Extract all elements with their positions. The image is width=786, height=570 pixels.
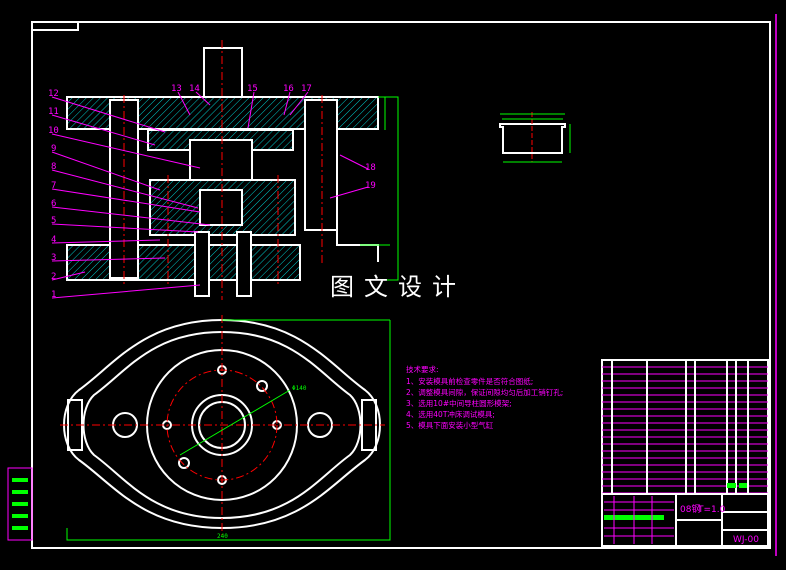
- part-view: [499, 112, 571, 163]
- drawing-number: WJ-00: [733, 535, 759, 545]
- requirements-title: 技术要求:: [406, 364, 439, 374]
- part-numbers: 1 2 3 4 5 6 7 8 9 10 11 12 13 14 15 16 1…: [48, 84, 376, 300]
- material-label: 08钢: [680, 503, 700, 515]
- guide-post-right: [304, 99, 338, 231]
- drawing-frame: [31, 21, 771, 549]
- part-number: 3: [51, 253, 56, 263]
- requirement-item: 2、调整模具间隙，保证间隙均匀后加工销钉孔;: [406, 387, 563, 397]
- bolt-circle-dimension: Φ140: [292, 385, 307, 392]
- part-number: 15: [247, 84, 258, 94]
- title-block: 08钢 T=1.0 WJ-00: [601, 493, 769, 547]
- section-dimensions: [360, 96, 399, 281]
- ejector-pin-right: [236, 231, 252, 297]
- part-number: 2: [51, 272, 56, 282]
- part-number: 7: [51, 181, 56, 191]
- part-number: 1: [51, 290, 56, 300]
- punch: [189, 139, 253, 183]
- part-leaders: [51, 91, 369, 299]
- thickness-label: T=1.0: [697, 505, 726, 515]
- part-number: 12: [48, 89, 59, 99]
- part-number: 5: [51, 216, 56, 226]
- part-number: 13: [171, 84, 182, 94]
- part-number: 6: [51, 199, 56, 209]
- requirement-item: 4、选用40T冲床调试模具;: [406, 409, 495, 419]
- width-dimension: 240: [217, 533, 228, 540]
- watermark: 图文设计: [330, 273, 466, 301]
- part-number: 17: [301, 84, 312, 94]
- plan-dimensions: [66, 319, 391, 541]
- part-number: 11: [48, 107, 59, 117]
- part-number: 16: [283, 84, 294, 94]
- technical-requirements: 技术要求: 1、安装模具前检查零件是否符合图纸; 2、调整模具间隙，保证间隙均匀…: [406, 364, 563, 430]
- part-number: 4: [51, 235, 56, 245]
- blank: [199, 189, 243, 226]
- part-number: 18: [365, 163, 376, 173]
- requirement-item: 3、选用10#中间导柱圆形模架;: [406, 398, 512, 408]
- lower-plate: [66, 244, 301, 281]
- part-number: 10: [48, 126, 59, 136]
- ejector-pin-left: [194, 231, 210, 297]
- left-strip: [7, 467, 33, 541]
- requirement-item: 5、模具下面安装小型气缸: [406, 420, 494, 430]
- part-number: 14: [189, 84, 200, 94]
- part-number: 9: [51, 144, 56, 154]
- plan-centerlines: [60, 315, 385, 535]
- part-number: 8: [51, 162, 56, 172]
- requirement-item: 1、安装模具前检查零件是否符合图纸;: [406, 376, 533, 386]
- punch-shank: [203, 47, 243, 99]
- part-number: 19: [365, 181, 376, 191]
- bill-of-materials: [601, 359, 769, 495]
